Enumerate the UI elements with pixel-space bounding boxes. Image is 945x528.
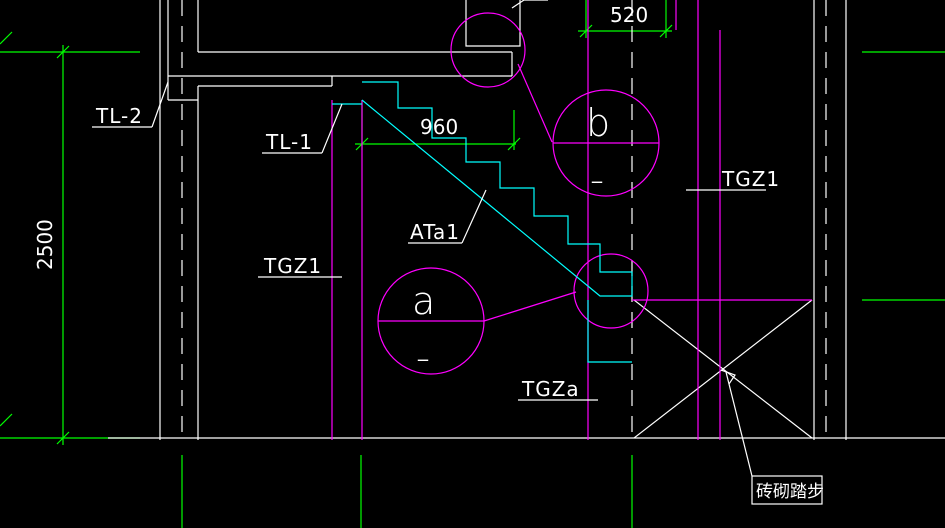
dimension-520: 520 <box>610 3 648 27</box>
detail-a-dash: _ <box>417 337 429 361</box>
detail-callout-a <box>377 267 577 375</box>
dashed-axis-lines <box>181 0 827 440</box>
detail-callout-b <box>552 89 660 197</box>
label-tgza: TGZa <box>521 377 580 401</box>
wall-outlines <box>108 0 945 440</box>
label-ata1: ATa1 <box>410 220 460 244</box>
stair-flight <box>332 81 633 363</box>
detail-b-letter: b <box>586 101 610 145</box>
column-lines <box>331 0 812 440</box>
dimension-2500: 2500 <box>33 219 57 270</box>
detail-a-letter: a <box>412 279 435 323</box>
label-brick-steps: 砖砌踏步 <box>756 482 824 502</box>
label-tl2: TL-2 <box>95 104 143 128</box>
label-tgz1-left: TGZ1 <box>263 254 322 278</box>
detail-callout-small-top <box>450 12 553 143</box>
detail-b-dash: _ <box>591 159 603 183</box>
dimension-960: 960 <box>420 115 458 139</box>
detail-callout-small-bottom <box>573 253 649 329</box>
label-tl1: TL-1 <box>265 130 313 154</box>
label-tgz1-right: TGZ1 <box>721 167 780 191</box>
leader-lines <box>92 0 823 505</box>
